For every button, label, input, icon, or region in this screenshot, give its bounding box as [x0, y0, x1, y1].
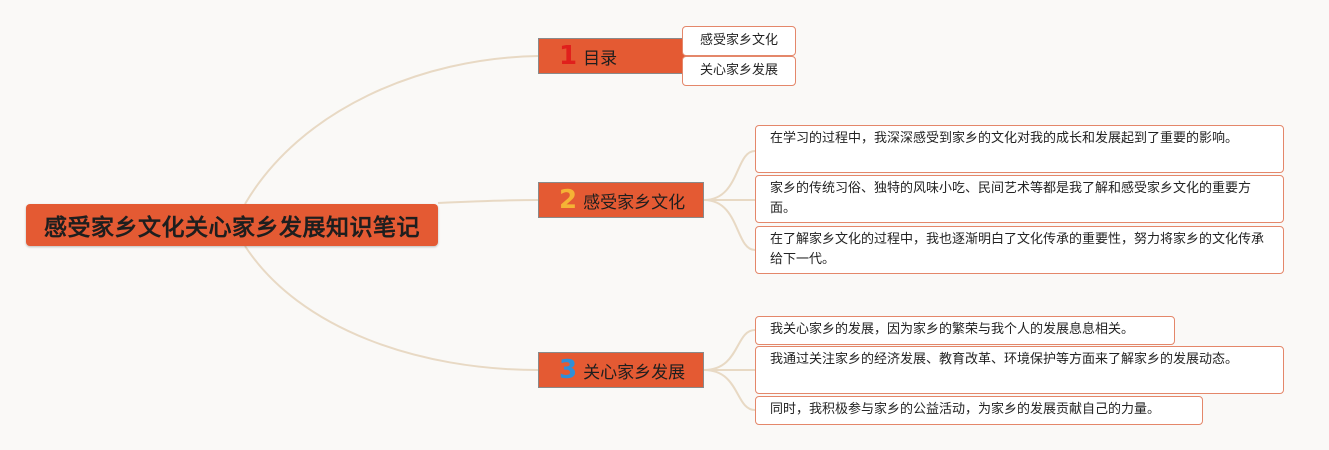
root-topic[interactable]: 感受家乡文化关心家乡发展知识笔记	[26, 204, 438, 246]
branch-1-topic[interactable]: 1 目录	[538, 38, 704, 74]
connector-branch3-leaf3	[703, 369, 756, 411]
root-title: 感受家乡文化关心家乡发展知识笔记	[44, 215, 420, 241]
leaf-text: 我通过关注家乡的经济发展、教育改革、环境保护等方面来了解家乡的发展动态。	[770, 352, 1239, 367]
connector-root-branch-1	[244, 55, 539, 205]
branch-2-leaf-3[interactable]: 在了解家乡文化的过程中，我也逐渐明白了文化传承的重要性，努力将家乡的文化传承给下…	[755, 226, 1284, 274]
connector-branch2-leaf3	[703, 199, 756, 251]
branch-2-label: 感受家乡文化	[583, 192, 686, 213]
branch-1-leaf-2[interactable]: 关心家乡发展	[682, 56, 796, 86]
branch-3-topic[interactable]: 3 关心家乡发展	[538, 352, 704, 388]
connector-root-branch-3	[244, 245, 539, 371]
branch-2-topic[interactable]: 2 感受家乡文化	[538, 182, 704, 218]
leaf-text: 家乡的传统习俗、独特的风味小吃、民间艺术等都是我了解和感受家乡文化的重要方面。	[770, 181, 1252, 216]
leaf-text: 同时，我积极参与家乡的公益活动，为家乡的发展贡献自己的力量。	[770, 402, 1161, 417]
leaf-text: 我关心家乡的发展，因为家乡的繁荣与我个人的发展息息相关。	[770, 322, 1135, 337]
connector-branch3-leaf1	[703, 329, 756, 371]
leaf-text: 在学习的过程中，我深深感受到家乡的文化对我的成长和发展起到了重要的影响。	[770, 131, 1239, 146]
branch-2-leaf-2[interactable]: 家乡的传统习俗、独特的风味小吃、民间艺术等都是我了解和感受家乡文化的重要方面。	[755, 175, 1284, 223]
connector-branch2-leaf1	[703, 150, 756, 201]
leaf-text: 关心家乡发展	[699, 63, 778, 78]
branch-3-leaf-1[interactable]: 我关心家乡的发展，因为家乡的繁荣与我个人的发展息息相关。	[755, 316, 1175, 345]
number-1-icon: 1	[559, 41, 578, 71]
number-3-icon: 3	[559, 355, 578, 385]
connector-root-branch-2	[437, 199, 539, 204]
branch-3-label: 关心家乡发展	[583, 362, 686, 383]
branch-1-label: 目录	[583, 48, 618, 69]
branch-2-leaf-1[interactable]: 在学习的过程中，我深深感受到家乡的文化对我的成长和发展起到了重要的影响。	[755, 125, 1284, 173]
leaf-text: 在了解家乡文化的过程中，我也逐渐明白了文化传承的重要性，努力将家乡的文化传承给下…	[770, 232, 1265, 267]
branch-3-leaf-2[interactable]: 我通过关注家乡的经济发展、教育改革、环境保护等方面来了解家乡的发展动态。	[755, 346, 1284, 394]
branch-3-leaf-3[interactable]: 同时，我积极参与家乡的公益活动，为家乡的发展贡献自己的力量。	[755, 396, 1203, 425]
number-2-icon: 2	[559, 185, 578, 215]
leaf-text: 感受家乡文化	[699, 33, 778, 48]
branch-1-leaf-1[interactable]: 感受家乡文化	[682, 26, 796, 56]
